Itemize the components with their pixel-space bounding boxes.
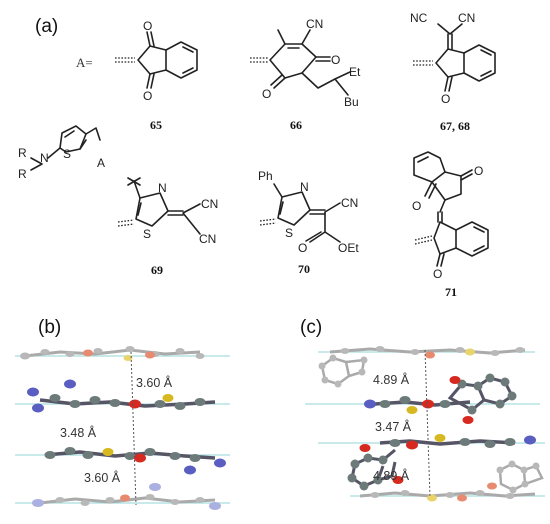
c69-n: N xyxy=(158,181,167,195)
c69-s: S xyxy=(143,227,151,241)
c67-cn: CN xyxy=(458,11,475,25)
compound-label-67-68: 67, 68 xyxy=(440,119,470,133)
c66-bu: Bu xyxy=(344,95,359,109)
c70-cn: CN xyxy=(341,196,358,210)
donor-structure: R N R S A xyxy=(18,125,105,181)
donor-s: S xyxy=(63,147,71,161)
donor-r2: R xyxy=(18,167,27,181)
compound-label-66: 66 xyxy=(290,118,302,132)
distance-b-1: 3.60 Å xyxy=(136,375,173,390)
c70-o: O xyxy=(298,241,307,255)
donor-a: A xyxy=(97,156,105,170)
distance-b-2: 3.48 Å xyxy=(60,425,97,440)
c69-cn2: CN xyxy=(199,232,216,246)
compound-70-structure: Ph N S CN O OEt xyxy=(258,169,359,255)
c66-et: Et xyxy=(349,65,361,79)
c67-nc: NC xyxy=(410,11,428,25)
c70-s: S xyxy=(285,226,293,240)
panel-label-b: (b) xyxy=(38,317,61,338)
c65-o2: O xyxy=(143,89,152,103)
compound-label-65: 65 xyxy=(150,118,162,132)
distance-line-b xyxy=(130,351,137,506)
crystal-stack-b: 3.60 Å 3.48 Å 3.60 Å xyxy=(15,346,230,510)
compound-66-structure: CN O O Et Bu xyxy=(250,17,361,109)
distance-b-3: 3.60 Å xyxy=(84,470,121,485)
panel-label-a: (a) xyxy=(35,16,58,37)
c69-cn1: CN xyxy=(201,197,218,211)
c71-o3: O xyxy=(433,267,442,281)
c66-o1: O xyxy=(331,53,340,67)
distance-c-3: 4.89 Å xyxy=(373,468,410,483)
distance-line-c xyxy=(424,349,431,498)
c66-o2: O xyxy=(262,87,271,101)
c71-o1: O xyxy=(474,164,483,178)
c70-ph: Ph xyxy=(258,169,273,183)
panel-label-c: (c) xyxy=(300,317,322,338)
c66-cn: CN xyxy=(306,17,323,31)
compound-label-71: 71 xyxy=(445,285,457,299)
donor-r1: R xyxy=(18,146,27,160)
c65-o1: O xyxy=(143,19,152,33)
c70-n: N xyxy=(300,180,309,194)
c70-oet: OEt xyxy=(338,241,359,255)
compound-69-structure: N S CN CN xyxy=(117,177,218,246)
compound-label-70: 70 xyxy=(298,262,310,276)
crystal-stack-c: 4.89 Å 3.47 Å 4.89 Å xyxy=(305,346,545,502)
acceptor-equals-label: A= xyxy=(76,55,93,70)
distance-c-1: 4.89 Å xyxy=(373,372,410,387)
compound-71-structure: O O O xyxy=(412,151,489,281)
compound-67-68-structure: NC CN O xyxy=(410,11,496,106)
distance-c-2: 3.47 Å xyxy=(375,419,412,434)
c71-o2: O xyxy=(412,199,421,213)
compound-65-structure: O O xyxy=(115,19,198,103)
c67-o: O xyxy=(441,92,450,106)
compound-label-69: 69 xyxy=(151,263,163,277)
donor-n: N xyxy=(40,151,49,165)
